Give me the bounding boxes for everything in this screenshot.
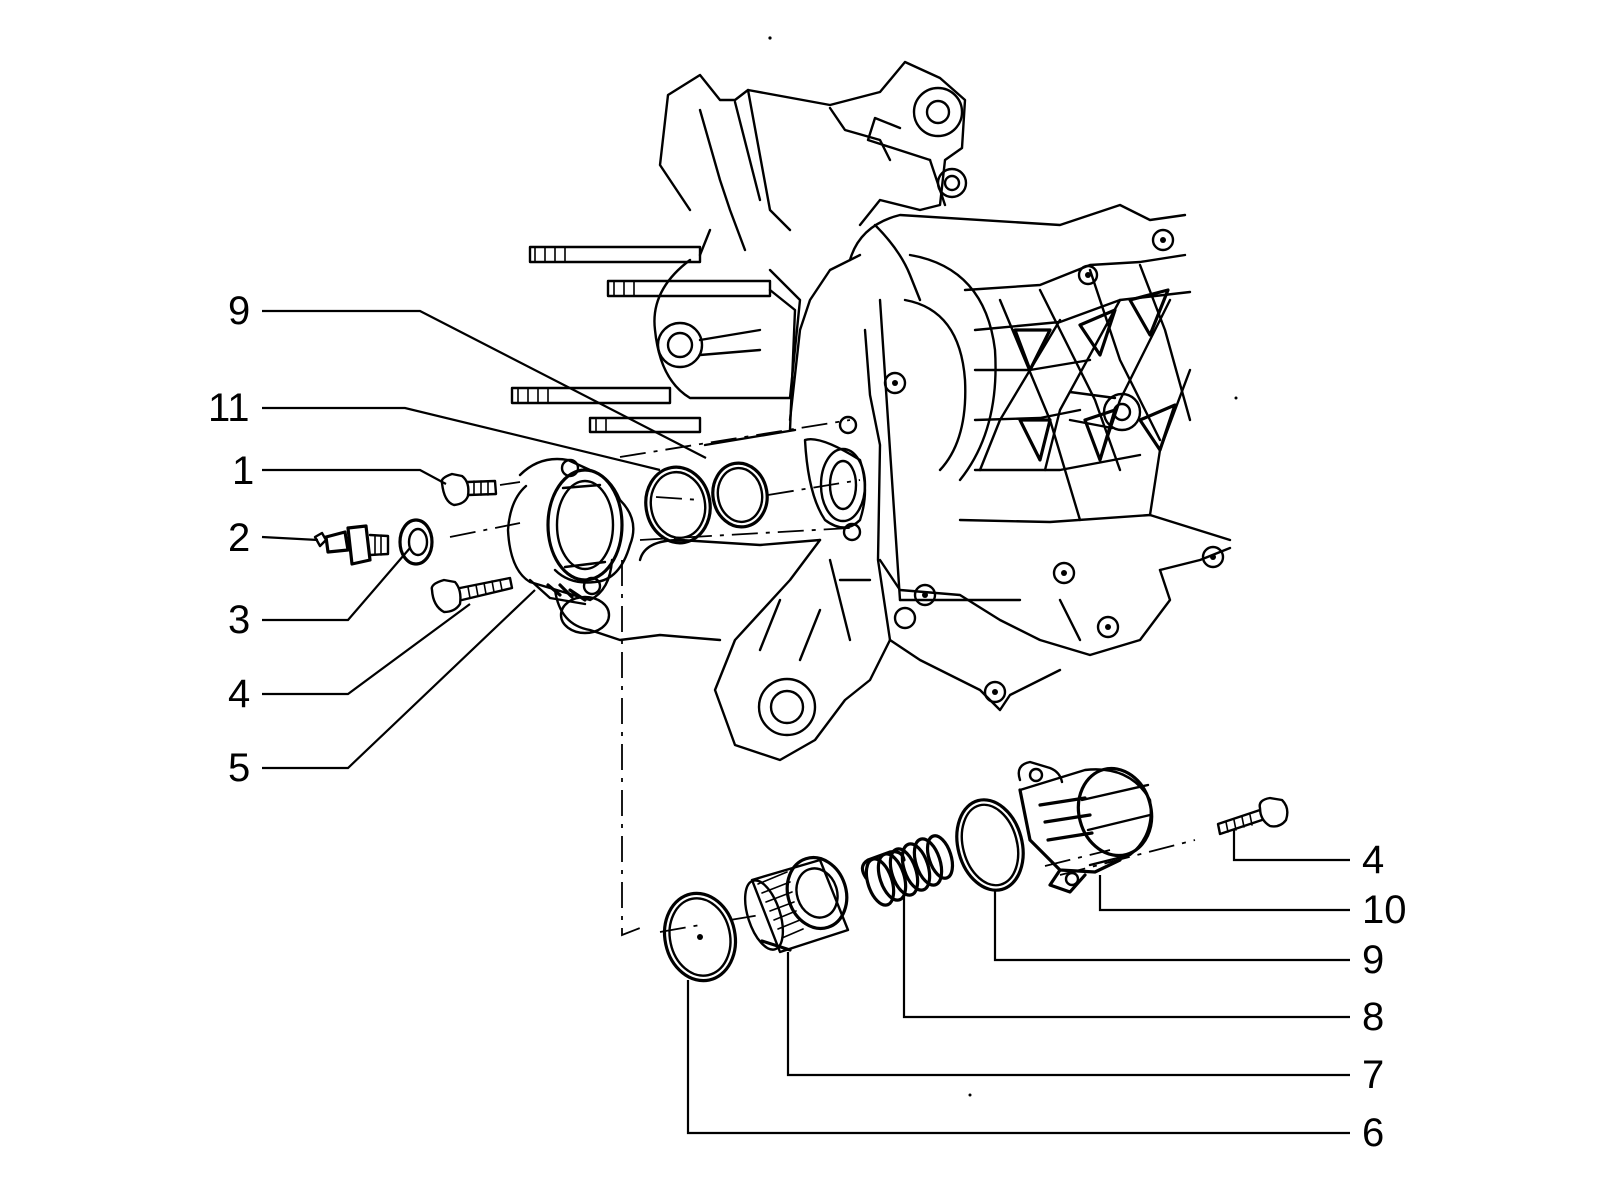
callout-right-9: 9 xyxy=(1362,938,1385,982)
washer-part-3 xyxy=(398,518,434,566)
snap-ring-part-6 xyxy=(662,891,738,983)
bearing-housing-part-5 xyxy=(506,457,635,606)
callout-left-4: 4 xyxy=(228,672,251,716)
callout-right-6: 6 xyxy=(1362,1111,1385,1155)
stray-mark xyxy=(768,36,772,40)
screw-part-4-right xyxy=(1216,796,1289,836)
spring-part-8 xyxy=(860,834,955,907)
needle-bearing-part-7 xyxy=(743,856,850,954)
fitting-part-2 xyxy=(313,524,390,566)
o-ring-part-9-lower xyxy=(955,798,1025,892)
o-ring-part-9-upper xyxy=(711,461,769,529)
leader-lines xyxy=(261,309,1350,1135)
callout-right-7: 7 xyxy=(1362,1053,1385,1097)
bolt-part-1 xyxy=(440,472,498,507)
callout-left-11: 11 xyxy=(208,386,250,430)
callout-left-1: 1 xyxy=(232,449,255,493)
callout-left-5: 5 xyxy=(228,746,251,790)
cover-part-10 xyxy=(1017,760,1154,894)
callout-right-10: 10 xyxy=(1362,888,1407,932)
callout-left-3: 3 xyxy=(228,598,251,642)
callout-left-2: 2 xyxy=(228,516,251,560)
screw-part-4-left xyxy=(430,576,514,614)
callout-left-9: 9 xyxy=(228,289,251,333)
callout-right-8: 8 xyxy=(1362,995,1385,1039)
callout-right-4: 4 xyxy=(1362,838,1385,882)
stray-mark xyxy=(968,1093,972,1097)
assembly-axes xyxy=(449,419,1196,937)
crankcase xyxy=(510,60,1232,762)
o-ring-part-11 xyxy=(644,465,712,545)
stray-mark xyxy=(1234,396,1238,400)
